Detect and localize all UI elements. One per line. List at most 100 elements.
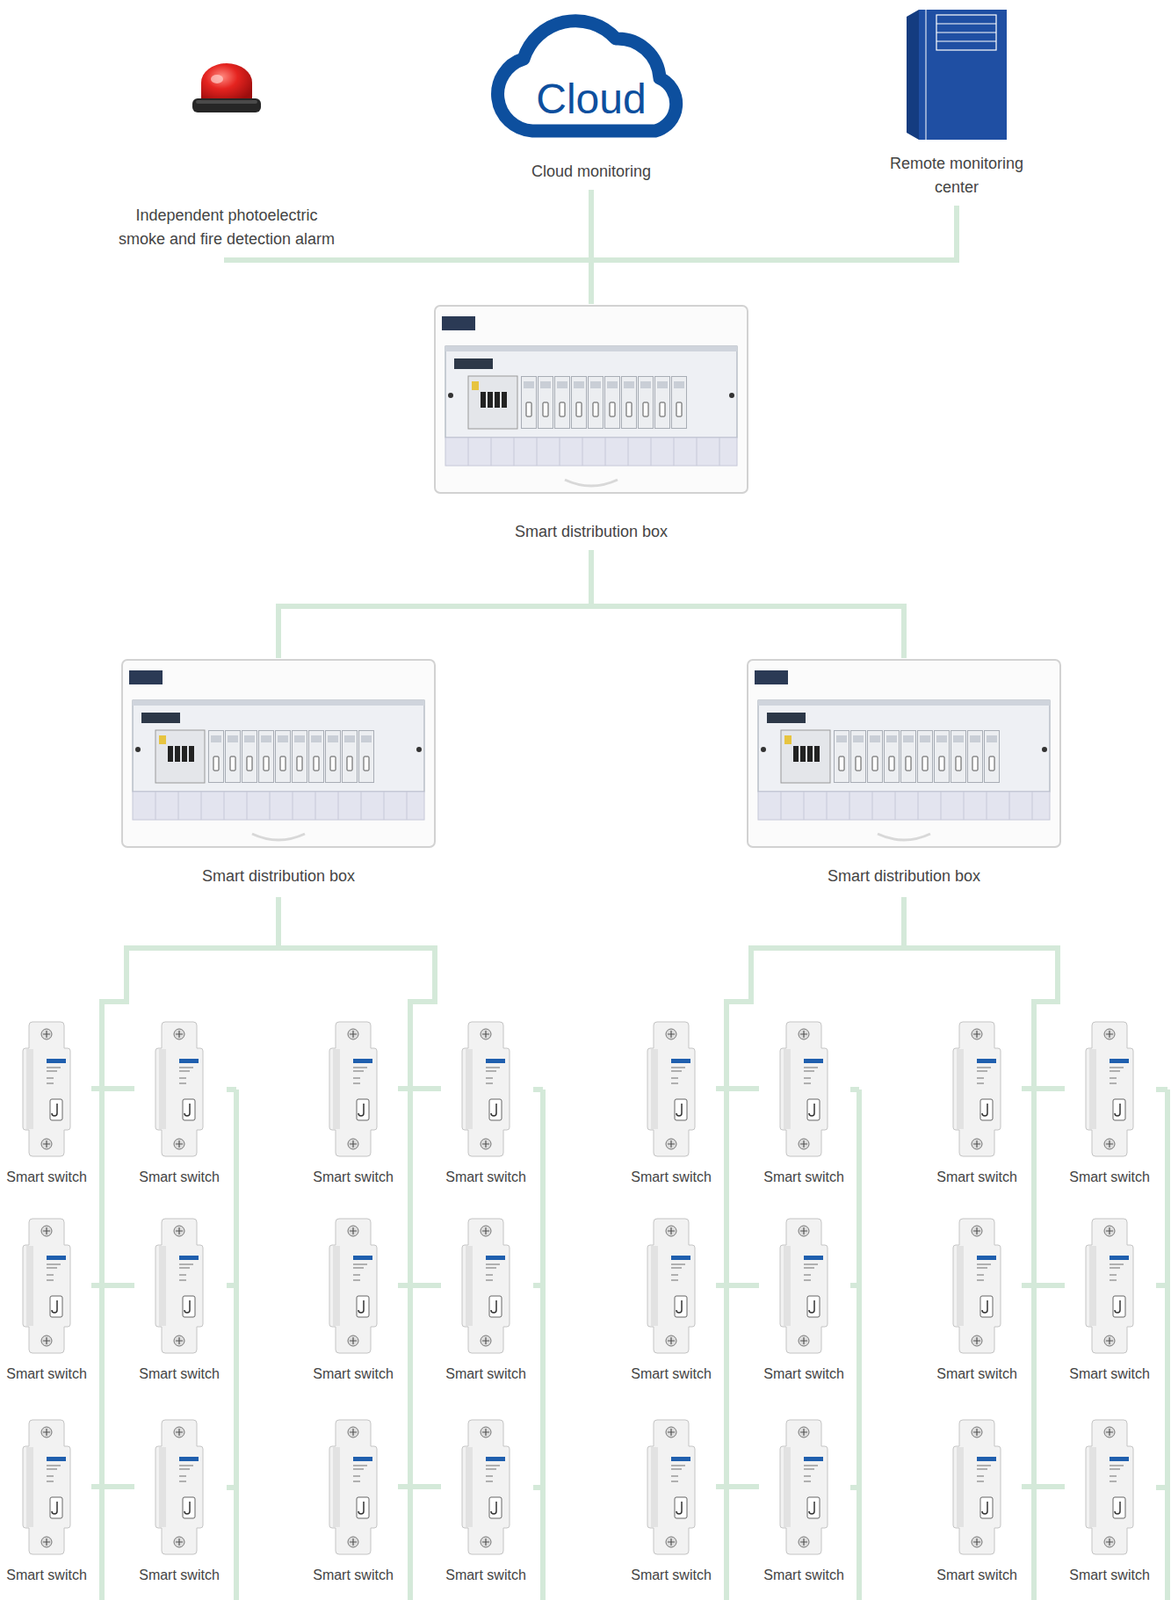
switch-icon xyxy=(646,1417,696,1556)
switch-icon-area xyxy=(308,1216,398,1355)
switch-picture xyxy=(22,1021,71,1157)
switch-icon-area xyxy=(626,1216,716,1355)
switch-icon-area xyxy=(758,1417,849,1556)
node-label: Smart switch xyxy=(440,1566,531,1584)
switch-picture xyxy=(780,1218,828,1353)
switch-picture xyxy=(155,1419,203,1555)
switch-icon-area xyxy=(134,1019,225,1158)
switch-icon-area xyxy=(134,1216,225,1355)
switch-picture xyxy=(22,1419,71,1555)
switch-icon-area xyxy=(134,1417,225,1556)
node-label: Smart switch xyxy=(932,1566,1022,1584)
switch-icon-area xyxy=(308,1019,398,1158)
server-node: Remote monitoring center xyxy=(881,7,1032,206)
switch-icon xyxy=(646,1019,696,1158)
box-node: Smart distribution box xyxy=(745,657,1063,897)
node-label: Smart switch xyxy=(308,1168,398,1186)
alarm-node: Independent photoelectric smoke and fire… xyxy=(114,7,340,258)
switch-node: Smart switch xyxy=(134,1019,225,1186)
switch-node: Smart switch xyxy=(932,1019,1022,1186)
switch-icon xyxy=(952,1019,1002,1158)
switch-picture xyxy=(1085,1419,1134,1555)
switch-node: Smart switch xyxy=(440,1216,531,1383)
side-wire xyxy=(236,1089,1168,1600)
switch-node: Smart switch xyxy=(440,1417,531,1584)
node-label: Smart switch xyxy=(1064,1168,1155,1186)
switch-picture xyxy=(953,1218,1001,1353)
switch-icon-area xyxy=(440,1417,531,1556)
node-label: Smart switch xyxy=(1,1168,92,1186)
switch-node: Smart switch xyxy=(134,1216,225,1383)
switch-node: Smart switch xyxy=(1,1019,92,1186)
switch-node: Smart switch xyxy=(308,1019,398,1186)
node-label: Smart distribution box xyxy=(433,520,750,544)
wire-stub xyxy=(1156,1089,1168,1488)
node-label: Smart switch xyxy=(626,1566,716,1584)
switch-icon xyxy=(328,1019,378,1158)
switch-picture xyxy=(22,1218,71,1353)
switch-node: Smart switch xyxy=(308,1417,398,1584)
decorative-wires xyxy=(101,1089,1168,1600)
switch-icon-area xyxy=(1,1216,92,1355)
switch-icon-area xyxy=(1,1417,92,1556)
switch-icon xyxy=(779,1216,829,1355)
node-label: Independent photoelectric smoke and fire… xyxy=(114,203,340,252)
switch-icon-area xyxy=(932,1417,1022,1556)
node-label: Smart switch xyxy=(134,1168,225,1186)
switch-icon-area xyxy=(626,1417,716,1556)
node-label: Smart switch xyxy=(626,1365,716,1383)
switch-picture xyxy=(329,1021,377,1157)
connector-wire xyxy=(101,896,279,1487)
switch-icon xyxy=(461,1417,511,1556)
bus-tail xyxy=(101,1487,1034,1600)
node-label: Smart distribution box xyxy=(745,864,1063,889)
switch-icon-area xyxy=(932,1019,1022,1158)
server-picture xyxy=(906,9,1007,140)
connector-wire xyxy=(591,549,904,658)
switch-picture xyxy=(647,1218,695,1353)
switch-node: Smart switch xyxy=(1064,1019,1155,1186)
node-label: Smart distribution box xyxy=(120,864,437,889)
box-node: Smart distribution box xyxy=(433,303,750,550)
switch-picture xyxy=(780,1021,828,1157)
switch-picture xyxy=(155,1021,203,1157)
switch-picture xyxy=(780,1419,828,1555)
server-icon-area xyxy=(881,9,1032,143)
switch-icon-area xyxy=(1064,1216,1155,1355)
node-label: Smart switch xyxy=(440,1365,531,1383)
node-label: Smart switch xyxy=(932,1365,1022,1383)
switch-icon xyxy=(154,1417,204,1556)
connector-wire xyxy=(278,549,592,658)
server-icon xyxy=(906,9,1007,140)
switch-icon xyxy=(21,1216,72,1355)
connector-wire xyxy=(726,896,904,1487)
switch-icon xyxy=(461,1216,511,1355)
switch-picture xyxy=(647,1419,695,1555)
switch-node: Smart switch xyxy=(1064,1417,1155,1584)
wire-stub xyxy=(850,1089,860,1488)
node-label: Smart switch xyxy=(308,1566,398,1584)
switch-picture xyxy=(462,1218,510,1353)
switch-node: Smart switch xyxy=(626,1417,716,1584)
cloud-icon xyxy=(484,7,699,141)
wire-stub xyxy=(226,1089,237,1488)
connector-wire xyxy=(91,896,279,1487)
switch-icon-area xyxy=(932,1216,1022,1355)
switch-node: Smart switch xyxy=(758,1216,849,1383)
switch-picture xyxy=(953,1419,1001,1555)
switch-picture xyxy=(953,1021,1001,1157)
switch-icon-area xyxy=(758,1019,849,1158)
box-icon xyxy=(745,657,1063,849)
node-label: Smart switch xyxy=(308,1365,398,1383)
alarm-icon xyxy=(187,61,267,115)
switch-node: Smart switch xyxy=(758,1019,849,1186)
switch-icon xyxy=(21,1019,72,1158)
switch-icon xyxy=(779,1019,829,1158)
switch-icon xyxy=(154,1216,204,1355)
switch-icon xyxy=(1084,1216,1135,1355)
node-label: Remote monitoring center xyxy=(881,151,1032,200)
switch-node: Smart switch xyxy=(308,1216,398,1383)
cloud-picture xyxy=(498,21,677,131)
switch-node: Smart switch xyxy=(932,1216,1022,1383)
switch-picture xyxy=(647,1021,695,1157)
